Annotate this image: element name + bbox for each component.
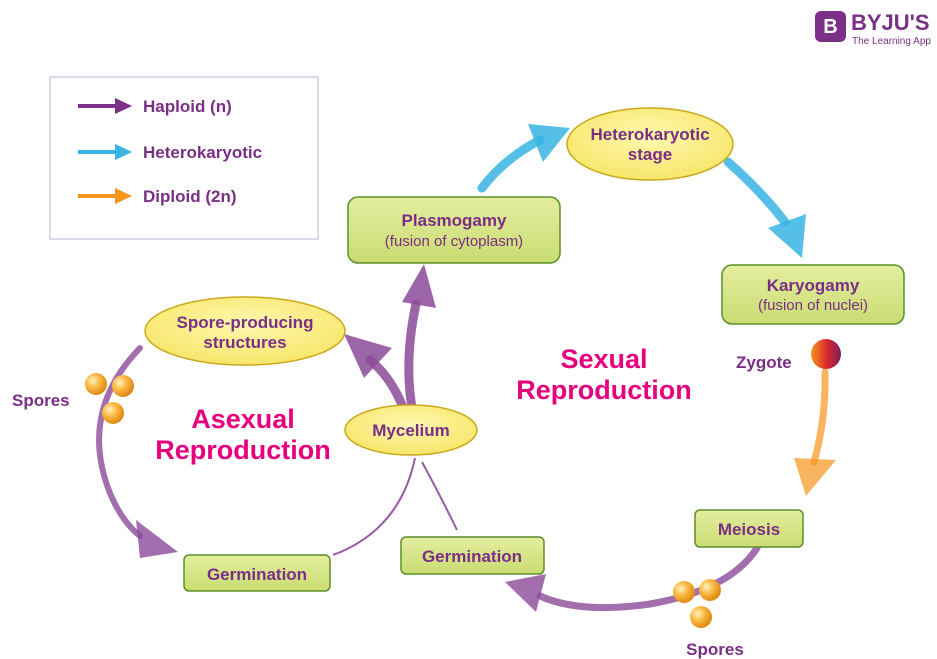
sexual-reproduction-title: Sexual Reproduction <box>516 344 692 405</box>
zygote-label: Zygote <box>736 353 792 372</box>
heterokaryotic-line1: Heterokaryotic <box>590 125 709 144</box>
brand-logo: B BYJU'S The Learning App <box>815 10 931 47</box>
diploid-arrowhead-icon <box>115 188 132 204</box>
karyogamy-title: Karyogamy <box>767 276 860 295</box>
legend: Haploid (n) Heterokaryotic Diploid (2n) <box>49 76 319 240</box>
node-meiosis: Meiosis <box>694 509 804 548</box>
sexual-line2: Reproduction <box>516 375 692 405</box>
node-karyogamy: Karyogamy (fusion of nuclei) <box>721 264 905 325</box>
arrow-zygote-to-meiosis <box>794 368 836 496</box>
spore-icon <box>112 375 134 397</box>
brand-name: BYJU'S <box>851 10 930 35</box>
line-germination-to-mycelium <box>421 461 458 531</box>
spores-left: Spores <box>12 373 134 424</box>
spore-icon <box>673 581 695 603</box>
arrow-meiosis-to-germination <box>505 544 761 612</box>
heterokaryotic-arrowhead-icon <box>115 144 132 160</box>
germination-right-title: Germination <box>422 547 522 566</box>
node-germination-left: Germination <box>183 554 331 592</box>
arrow-mycelium-to-plasmogamy <box>402 264 436 413</box>
mycelium-title: Mycelium <box>372 421 449 440</box>
legend-item-haploid: Haploid (n) <box>78 97 232 116</box>
spores-bottom: Spores <box>673 579 744 659</box>
zygote-cell-icon <box>811 339 841 369</box>
legend-label-haploid: Haploid (n) <box>143 97 232 116</box>
heterokaryotic-line2: stage <box>628 145 672 164</box>
logo-letter: B <box>823 16 837 38</box>
plasmogamy-subtitle: (fusion of cytoplasm) <box>385 233 523 250</box>
spore-icon <box>85 373 107 395</box>
asexual-line1: Asexual <box>191 404 295 434</box>
spores-bottom-label: Spores <box>686 640 744 659</box>
brand-tagline: The Learning App <box>852 36 931 47</box>
legend-label-heterokaryotic: Heterokaryotic <box>143 143 262 162</box>
line-germination-left-to-mycelium <box>332 457 416 556</box>
spore-icon <box>699 579 721 601</box>
spores-left-label: Spores <box>12 391 70 410</box>
germination-left-title: Germination <box>207 565 307 584</box>
node-zygote: Zygote <box>736 339 841 372</box>
spore-producing-line1: Spore-producing <box>177 313 314 332</box>
node-germination-right: Germination <box>400 536 545 575</box>
node-mycelium: Mycelium <box>344 404 478 456</box>
legend-item-diploid: Diploid (2n) <box>78 187 236 206</box>
meiosis-title: Meiosis <box>718 520 780 539</box>
legend-label-diploid: Diploid (2n) <box>143 187 236 206</box>
asexual-reproduction-title: Asexual Reproduction <box>155 404 331 465</box>
arrow-plasmogamy-to-heterokaryotic <box>477 124 570 193</box>
node-plasmogamy: Plasmogamy (fusion of cytoplasm) <box>347 196 561 264</box>
node-heterokaryotic-stage: Heterokaryotic stage <box>566 107 734 181</box>
arrow-heterokaryotic-to-karyogamy <box>723 157 806 258</box>
spore-producing-line2: structures <box>203 333 286 352</box>
sexual-line1: Sexual <box>560 344 647 374</box>
legend-item-heterokaryotic: Heterokaryotic <box>78 143 262 162</box>
logo-badge <box>815 11 846 42</box>
spore-icon <box>690 606 712 628</box>
spore-icon <box>102 402 124 424</box>
node-spore-producing-structures: Spore-producing structures <box>144 296 346 366</box>
arrow-mycelium-to-spore-structures <box>344 334 409 415</box>
plasmogamy-title: Plasmogamy <box>402 211 507 230</box>
haploid-arrowhead-icon <box>115 98 132 114</box>
asexual-line2: Reproduction <box>155 435 331 465</box>
karyogamy-subtitle: (fusion of nuclei) <box>758 297 868 314</box>
